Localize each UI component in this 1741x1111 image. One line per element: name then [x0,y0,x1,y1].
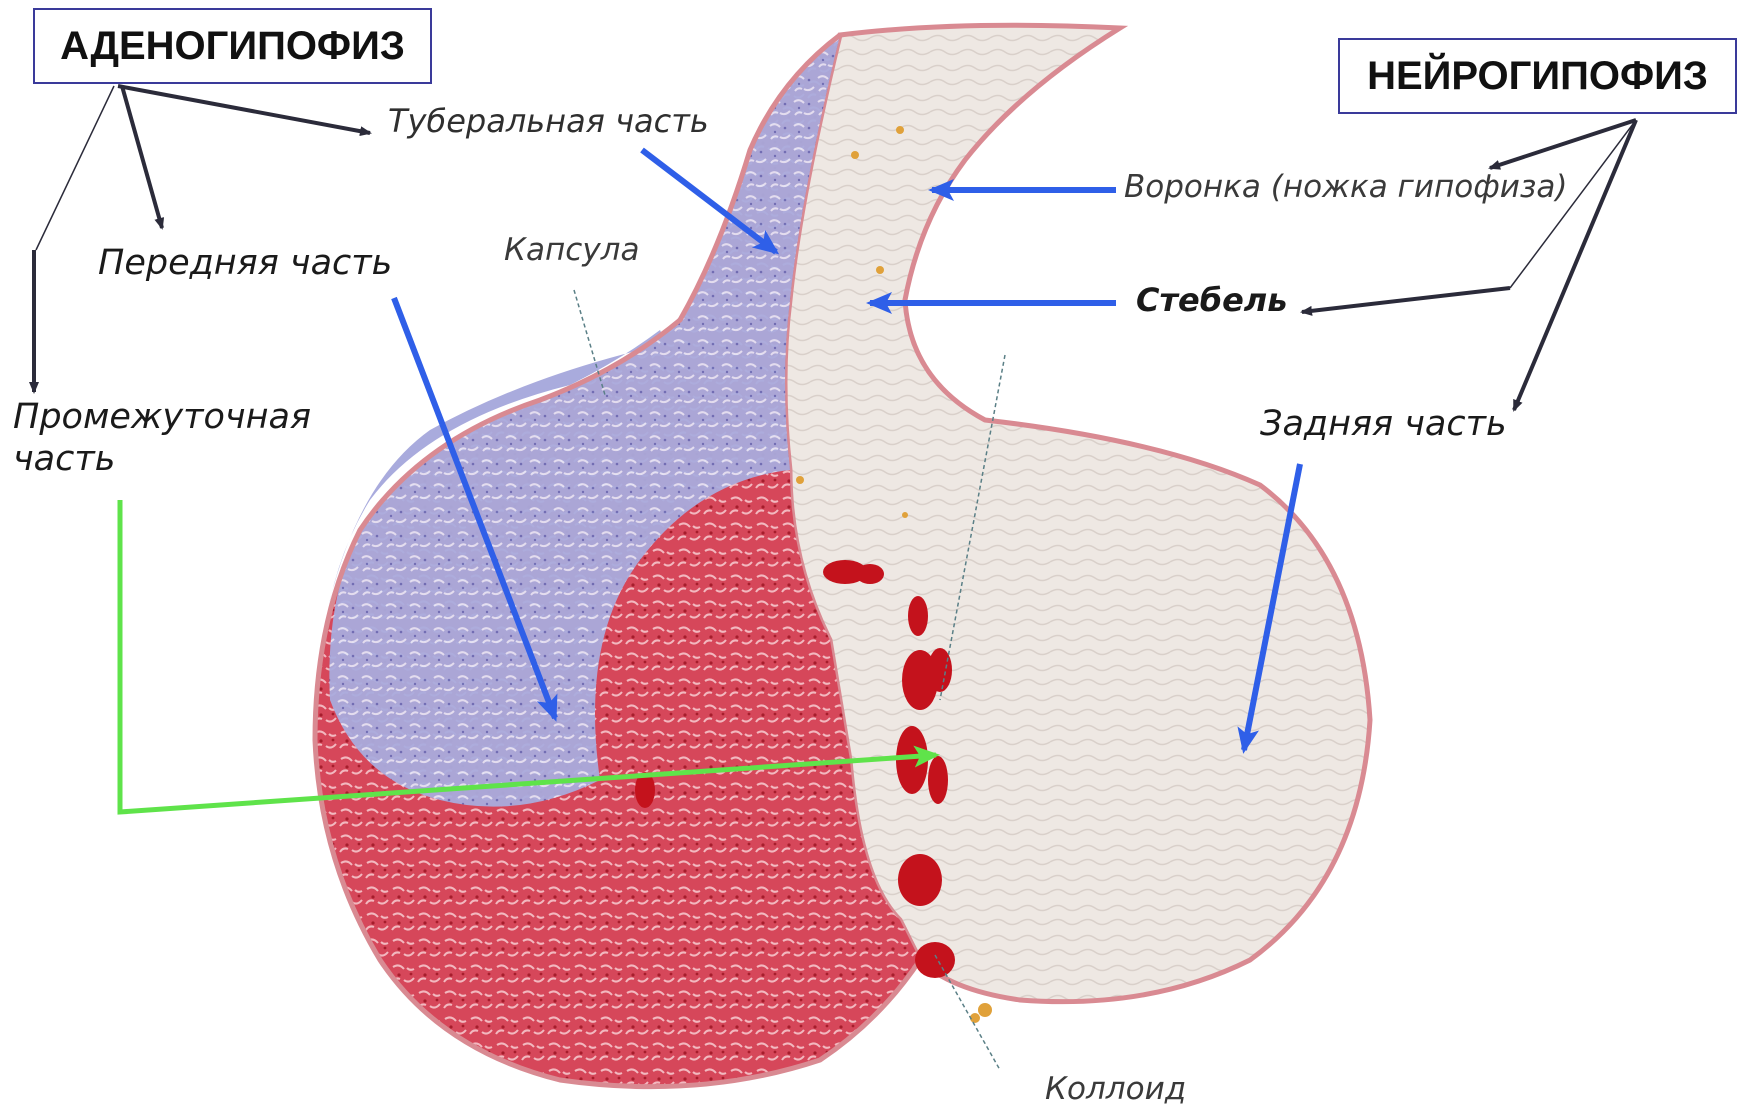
tuberal-part-label: Туберальная часть [388,103,709,140]
neurohypophysis-title-box: НЕЙРОГИПОФИЗ [1338,38,1737,114]
colloid-label: Коллоид [1045,1072,1186,1108]
intermediate-part-label-line2: часть [13,439,115,479]
arrow-to-posterior [1514,120,1636,410]
adenohypophysis-pointers [34,86,370,392]
posterior-part-label: Задняя часть [1260,404,1507,444]
anterior-part-label: Передняя часть [98,243,392,283]
arrow-to-intermediate [36,86,114,250]
adenohypophysis-title-box: АДЕНОГИПОФИЗ [33,8,432,84]
arrow-to-stalk [1302,288,1510,312]
intermediate-part-label: Промежуточная [13,397,311,437]
capsule-label: Капсула [504,233,639,269]
arrow-to-tuberal [118,86,370,133]
neurohypophysis-pointers [1302,120,1636,410]
infundibulum-label: Воронка (ножка гипофиза) [1124,170,1567,206]
arrow-to-anterior [122,86,162,228]
arrow-to-infundibulum [1490,120,1636,168]
stalk-label: Стебель [1136,282,1287,319]
